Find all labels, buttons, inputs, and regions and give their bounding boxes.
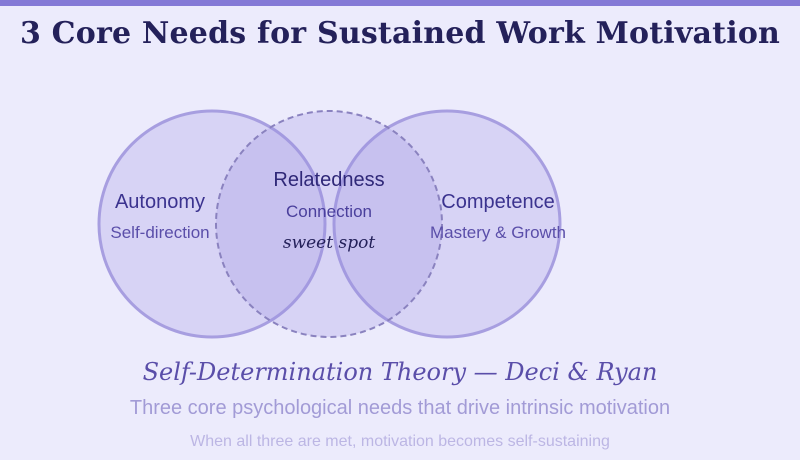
top-accent-bar	[0, 0, 800, 6]
sweet-spot-label: sweet spot	[283, 233, 375, 253]
competence-description: Mastery & Growth	[430, 223, 566, 242]
competence-circle	[332, 109, 562, 339]
autonomy-label: Autonomy	[115, 191, 205, 213]
footnote: When all three are met, motivation becom…	[190, 433, 610, 450]
page-title: 3 Core Needs for Sustained Work Motivati…	[19, 16, 781, 51]
autonomy-description: Self-direction	[110, 223, 209, 242]
relatedness-circle	[215, 110, 443, 338]
relatedness-description: Connection	[286, 202, 372, 221]
subtitle: Three core psychological needs that driv…	[129, 397, 671, 419]
competence-label: Competence	[441, 191, 554, 213]
autonomy-circle	[97, 109, 327, 339]
relatedness-label: Relatedness	[273, 169, 384, 191]
theory-caption: Self-Determination Theory — Deci & Ryan	[142, 358, 658, 386]
